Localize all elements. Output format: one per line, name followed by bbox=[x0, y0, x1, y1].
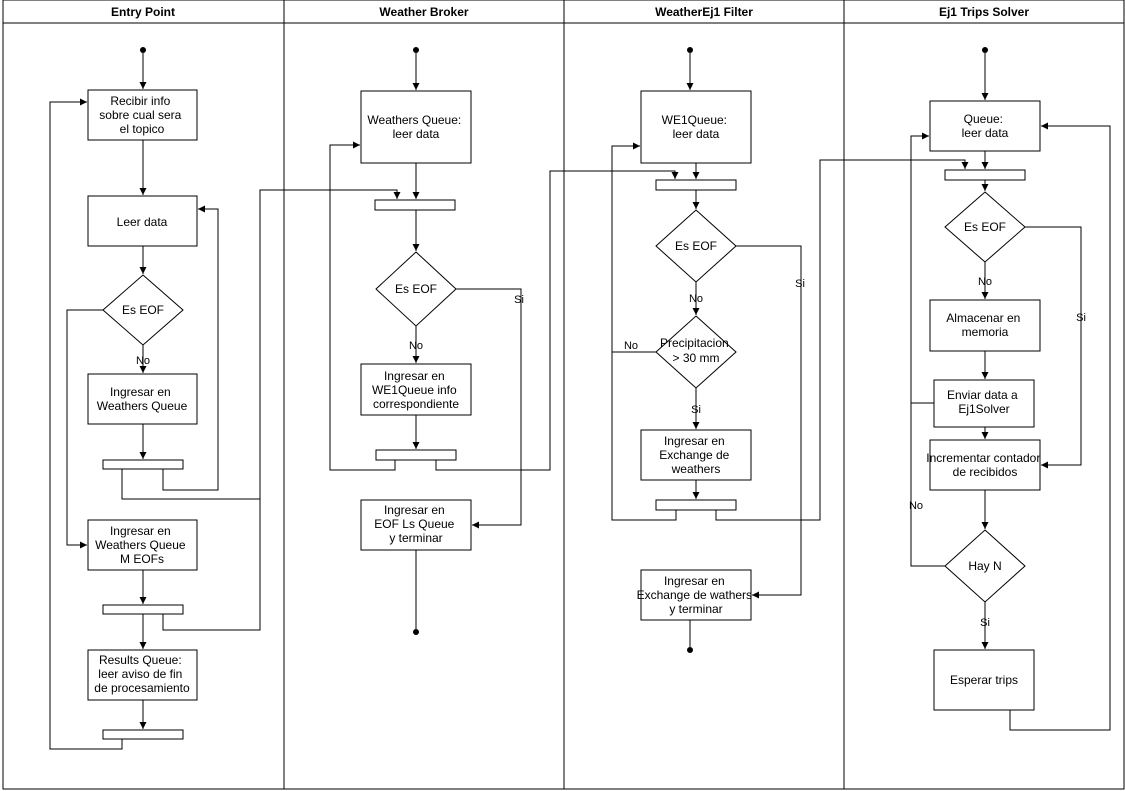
ingresar-eofs-text: Ingresar en Weathers Queue M EOFs bbox=[95, 524, 189, 566]
ingresar-exchange-terminar-box bbox=[640, 569, 752, 621]
edge-label-si: Si bbox=[795, 278, 805, 290]
we1queue-leer-text: WE1Queue: leer data bbox=[662, 113, 731, 141]
edge-label-no: No bbox=[978, 276, 992, 288]
ingresar-eof-ls-text: Ingresar en EOF Ls Queue y terminar bbox=[374, 503, 457, 545]
es-eof-text: Es EOF bbox=[395, 282, 437, 296]
ingresar-exchange-text: Ingresar en Exchange de weathers bbox=[659, 434, 732, 476]
edge-label-no: No bbox=[689, 293, 703, 305]
start-node bbox=[413, 47, 419, 53]
start-node bbox=[982, 47, 988, 53]
edge-label-hayn-si: Si bbox=[980, 617, 990, 629]
weather-broker-flow: Weathers Queue: leer data Es EOF No Si I… bbox=[329, 47, 679, 635]
leer-data-text: Leer data bbox=[117, 215, 168, 229]
esperar-trips-text: Esperar trips bbox=[950, 673, 1018, 687]
es-eof-text: Es EOF bbox=[675, 239, 717, 253]
incrementar-contador-box bbox=[929, 439, 1041, 491]
lane-title-weather-broker: Weather Broker bbox=[379, 5, 468, 19]
join-bar-2 bbox=[102, 604, 184, 615]
lane-title-ej1-trips-solver: Ej1 Trips Solver bbox=[939, 5, 1029, 19]
ingresar-we1queue-box bbox=[360, 363, 472, 416]
ej1-trips-solver-flow: Queue: leer data Es EOF No Si Almacenar … bbox=[909, 47, 1111, 731]
edge-label-si: Si bbox=[514, 294, 524, 306]
weathers-queue-leer-text: Weathers Queue: leer data bbox=[367, 113, 464, 141]
precipitacion-text: Precipitacion > 30 mm bbox=[660, 336, 732, 365]
edge-label-precip-no: No bbox=[624, 340, 638, 352]
lane-title-weatherej1-filter: WeatherEj1 Filter bbox=[655, 5, 753, 19]
join-bar-solver-1 bbox=[944, 169, 1026, 181]
lane-title-entry-point: Entry Point bbox=[111, 5, 175, 19]
join-bar-filter-1 bbox=[655, 179, 737, 191]
almacenar-memoria-box bbox=[929, 299, 1041, 352]
almacenar-memoria-text: Almacenar en memoria bbox=[946, 311, 1023, 339]
enviar-data-text: Enviar data a Ej1Solver bbox=[947, 388, 1021, 416]
join-bar-3 bbox=[102, 729, 184, 740]
ingresar-exchange-terminar-text: Ingresar en Exchange de wathers y termin… bbox=[637, 574, 756, 616]
start-node bbox=[140, 47, 146, 53]
es-eof-text: Es EOF bbox=[122, 303, 164, 317]
join-bar-1 bbox=[102, 459, 184, 470]
recibir-info-text: Recibir info sobre cual sera el topico bbox=[99, 94, 184, 136]
edge-label-precip-si: Si bbox=[691, 404, 701, 416]
weathers-queue-leer-box bbox=[360, 90, 472, 164]
results-queue-box bbox=[87, 649, 198, 701]
esperar-trips-box bbox=[933, 649, 1035, 711]
es-eof-text: Es EOF bbox=[964, 220, 1006, 234]
join-bar-broker-1 bbox=[374, 199, 456, 211]
edge-label-hayn-no: No bbox=[909, 500, 923, 512]
end-node bbox=[687, 647, 693, 653]
ingresar-we1queue-text: Ingresar en WE1Queue info correspondient… bbox=[372, 369, 460, 411]
edge-label-no: No bbox=[136, 355, 150, 367]
ingresar-weathers-box bbox=[87, 373, 198, 425]
join-bar-filter-2 bbox=[655, 499, 737, 511]
end-node bbox=[413, 629, 419, 635]
enviar-data-box bbox=[933, 379, 1035, 428]
incrementar-contador-text: Incrementar contador de recibidos bbox=[926, 451, 1043, 479]
results-queue-text: Results Queue: leer aviso de fin de proc… bbox=[94, 653, 190, 695]
edge-label-si: Si bbox=[1076, 312, 1086, 324]
weatherej1-filter-flow: WE1Queue: leer data Es EOF No Si Precipi… bbox=[611, 47, 969, 653]
queue-leer-text: Queue: leer data bbox=[962, 112, 1009, 140]
ingresar-weathers-text: Ingresar en Weathers Queue bbox=[97, 385, 188, 413]
join-bar-broker-2 bbox=[375, 449, 457, 461]
start-node bbox=[687, 47, 693, 53]
hay-n-text: Hay N bbox=[968, 559, 1001, 573]
edge-label-no: No bbox=[409, 340, 423, 352]
entry-point-flow: Recibir info sobre cual sera el topico L… bbox=[49, 47, 401, 750]
ingresar-exchange-box bbox=[640, 429, 752, 481]
